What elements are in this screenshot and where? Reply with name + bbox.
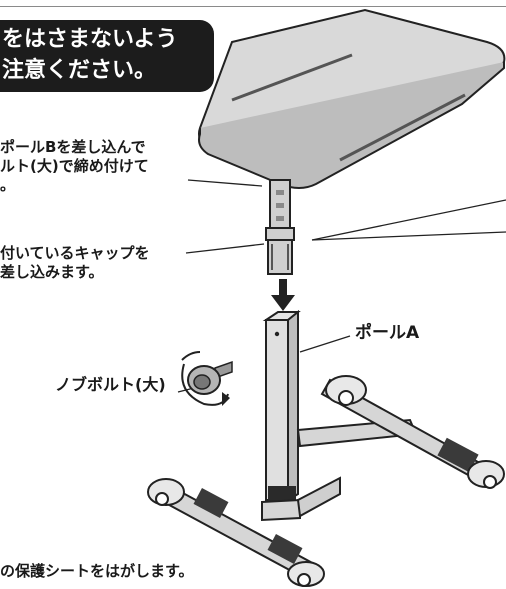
label-knob-bolt: ノブボルト(大) [55, 375, 166, 394]
top-divider-line [0, 6, 506, 7]
warning-banner: をはさまないよう 注意ください。 [0, 20, 214, 92]
base-frame [158, 378, 480, 582]
callout-pole-b: ポールBを差し込んで ルト(大)で締め付けて 。 [0, 138, 149, 195]
pole-a [262, 309, 301, 502]
note-protective-sheet: の保護シートをはがします。 [0, 562, 194, 580]
insert-arrow [271, 279, 295, 311]
callout-cap-line2: 差し込みます。 [0, 263, 104, 281]
table-top [198, 8, 506, 189]
banner-line-1: をはさまないよう [2, 27, 178, 52]
callout-pole-b-line1: ポールBを差し込んで [0, 138, 146, 156]
knob-bolt [181, 351, 233, 406]
label-pole-a: ポールA [355, 323, 420, 343]
pole-b [265, 179, 295, 275]
callout-cap: 付いているキャップを 差し込みます。 [0, 244, 150, 282]
callout-cap-line1: 付いているキャップを [0, 244, 150, 262]
callout-pole-b-line2: ルト(大)で締め付けて [0, 157, 149, 175]
callout-pole-b-line3: 。 [0, 176, 16, 194]
casters [147, 375, 505, 587]
leader-lines [177, 179, 506, 393]
banner-line-2: 注意ください。 [2, 58, 157, 83]
